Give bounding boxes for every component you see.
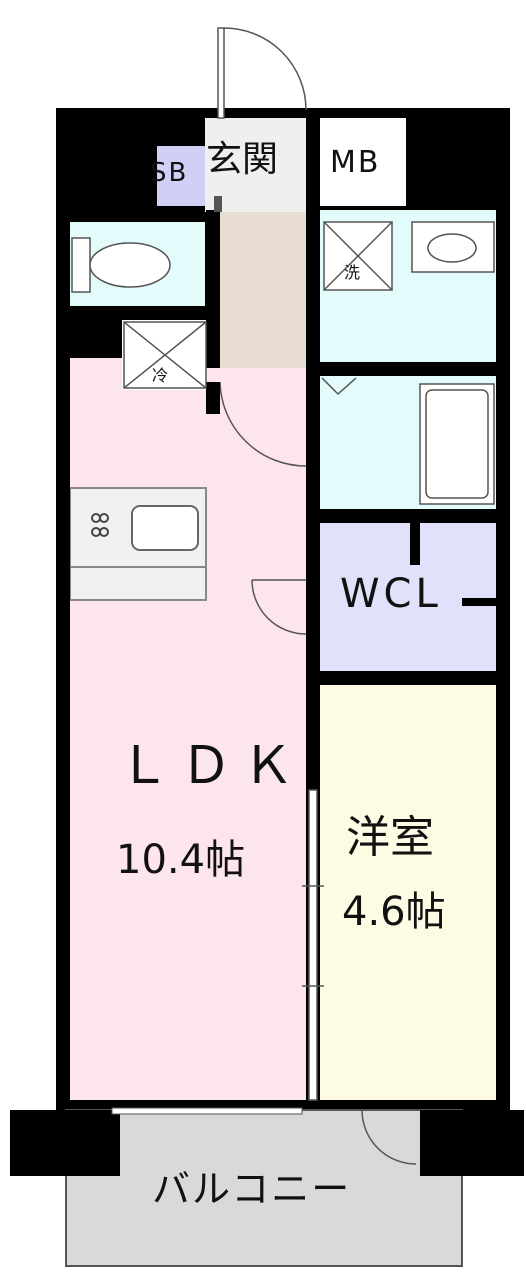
ldk-label: ＬＤＫ: [118, 736, 305, 796]
balcony-door-swing: [361, 1109, 417, 1165]
balcony-floor: [65, 1109, 463, 1267]
kitchen-sink: [131, 505, 199, 551]
sliding-door: [308, 789, 318, 1101]
toilet-tank: [71, 237, 91, 293]
ldk-size: 10.4帖: [116, 837, 246, 883]
youshitsu-label: 洋室: [346, 812, 434, 863]
wcl-pole: [410, 523, 420, 565]
bathtub: [419, 383, 495, 505]
genkan-floor: [220, 212, 306, 368]
wcl-pole-2: [462, 598, 496, 606]
washer-mark: 洗: [344, 263, 361, 282]
toilet-bowl: [89, 242, 171, 288]
sb-label: SB: [150, 158, 189, 188]
mb-label: MB: [330, 145, 381, 180]
bath-door-swing: [321, 377, 357, 396]
ldk-extension: [206, 368, 306, 380]
genkan-label: 玄関: [206, 139, 279, 180]
youshitsu-size: 4.6帖: [342, 889, 446, 935]
wcl-label: WCL: [340, 571, 442, 617]
entry-door-swing: [223, 27, 307, 111]
fridge-mark: 冷: [152, 366, 169, 385]
wcl-floor: [320, 523, 496, 671]
ldk-floor: [70, 358, 306, 1100]
vanity-sink: [411, 221, 495, 273]
youshitsu-floor: [320, 685, 496, 1103]
mb-area: [320, 118, 406, 206]
wcl-door-swing: [251, 579, 307, 635]
balcony-label: バルコニー: [152, 1167, 352, 1211]
sb-area: [157, 146, 205, 206]
genkan-door-swing: [219, 381, 307, 467]
